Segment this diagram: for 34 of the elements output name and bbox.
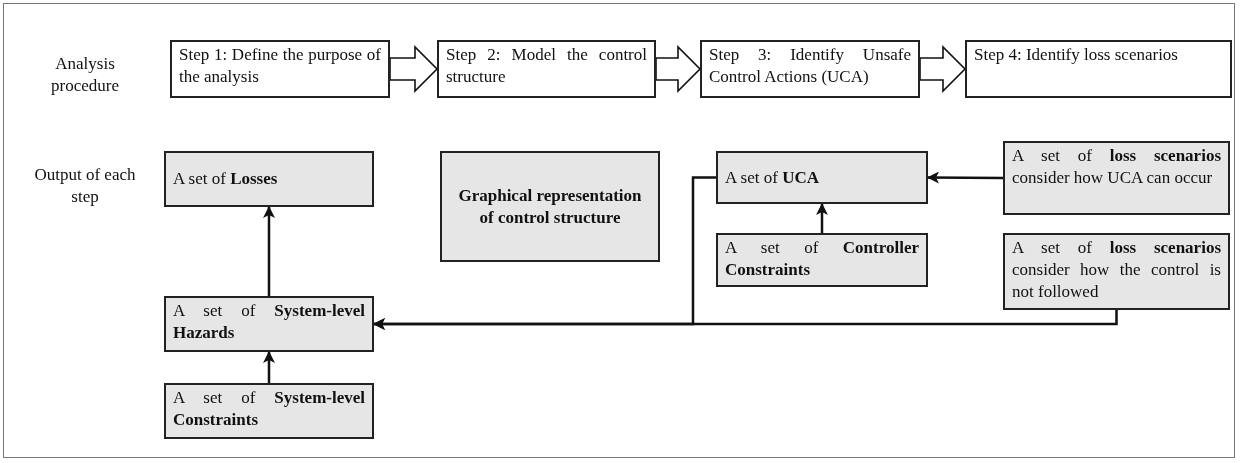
box-text: A set of System-level Constraints (173, 387, 365, 431)
output-box (1003, 141, 1230, 215)
box-text: A set of System-level Hazards (173, 300, 365, 344)
output-box (1003, 233, 1230, 310)
box-text: A set of loss scenarios consider how UCA can occur (1012, 145, 1221, 189)
output-box (164, 383, 374, 439)
box-text: Step 3: Identify Unsafe Control Actions (UCA) (709, 44, 911, 88)
block-arrow (919, 45, 967, 93)
step-box (700, 40, 920, 98)
block-arrow (655, 45, 702, 93)
arrow (816, 203, 828, 233)
step-box (965, 40, 1232, 98)
box-text: A set of Losses (173, 168, 279, 190)
box-text: Step 4: Identify loss scenarios (974, 44, 1179, 66)
box-text: A set of loss scenarios consider how the control is not followed (1012, 237, 1221, 303)
output-box (716, 151, 928, 204)
step-box (437, 40, 656, 98)
row-label: Output of each step (33, 164, 137, 208)
box-text: A set of Controller Constraints (725, 237, 919, 281)
output-box (164, 151, 374, 207)
output-box (716, 233, 928, 287)
arrow (927, 171, 1003, 184)
box-text: A set of UCA (725, 166, 820, 189)
arrow (263, 206, 275, 296)
arrow (373, 310, 1118, 330)
output-box (440, 151, 660, 262)
arrow (263, 351, 275, 383)
box-text: Graphical representation of control structure (457, 184, 643, 229)
row-label: Analysis procedure (50, 53, 120, 97)
block-arrow (389, 45, 439, 93)
box-text: Step 2: Model the control structure (446, 44, 647, 88)
output-box (164, 296, 374, 352)
step-box (170, 40, 390, 98)
box-text: Step 1: Define the purpose of the analysis (179, 44, 381, 88)
